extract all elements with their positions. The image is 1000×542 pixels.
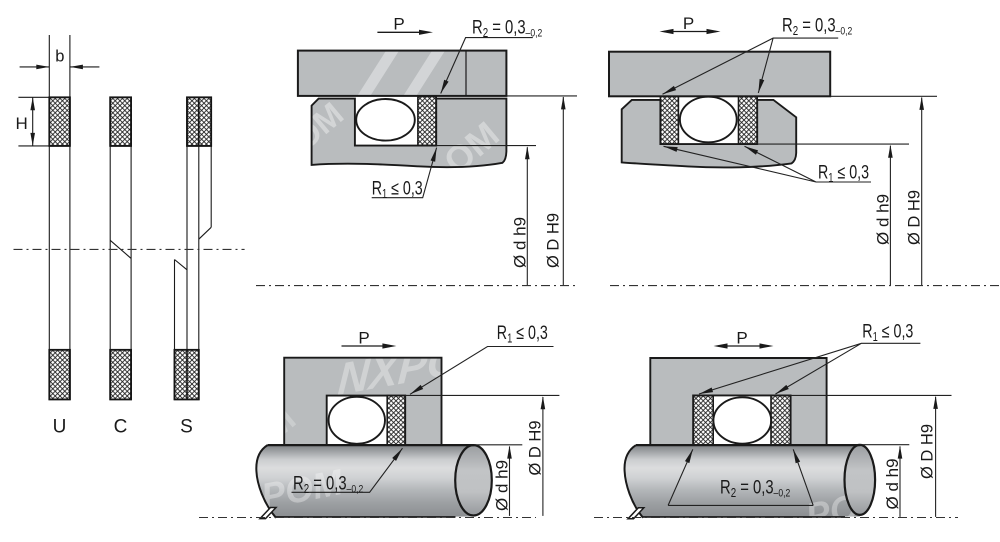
svg-text:Ø D H9: Ø D H9 (919, 424, 937, 479)
svg-text:P: P (736, 328, 747, 347)
svg-text:Ø D H9: Ø D H9 (545, 213, 563, 268)
svg-text:b: b (55, 48, 64, 66)
svg-text:Ø D H9: Ø D H9 (906, 190, 924, 245)
svg-text:R1 ≤ 0,3: R1 ≤ 0,3 (497, 322, 548, 346)
svg-text:R2 = 0,3–0,2: R2 = 0,3–0,2 (720, 477, 790, 501)
svg-text:Ø D H9: Ø D H9 (527, 420, 545, 475)
svg-text:R2 = 0,3–0,2: R2 = 0,3–0,2 (472, 17, 542, 41)
svg-text:U: U (53, 417, 67, 438)
svg-text:R1 ≤ 0,3: R1 ≤ 0,3 (372, 177, 423, 201)
svg-text:P: P (393, 15, 404, 34)
svg-text:S: S (180, 417, 193, 438)
svg-text:R2 = 0,3–0,2: R2 = 0,3–0,2 (293, 473, 363, 497)
svg-text:C: C (114, 417, 128, 438)
svg-text:R2 = 0,3–0,2: R2 = 0,3–0,2 (782, 15, 852, 39)
svg-text:Ø d h9: Ø d h9 (873, 194, 892, 245)
svg-text:H: H (16, 114, 28, 133)
svg-text:R1 ≤ 0,3: R1 ≤ 0,3 (818, 162, 869, 186)
svg-text:Ø d h9: Ø d h9 (493, 460, 512, 511)
svg-text:Ø d h9: Ø d h9 (510, 217, 529, 268)
svg-text:R1 ≤ 0,3: R1 ≤ 0,3 (862, 321, 913, 345)
svg-text:P: P (683, 14, 694, 33)
svg-text:P: P (358, 328, 369, 347)
svg-text:Ø d h9: Ø d h9 (883, 458, 902, 509)
